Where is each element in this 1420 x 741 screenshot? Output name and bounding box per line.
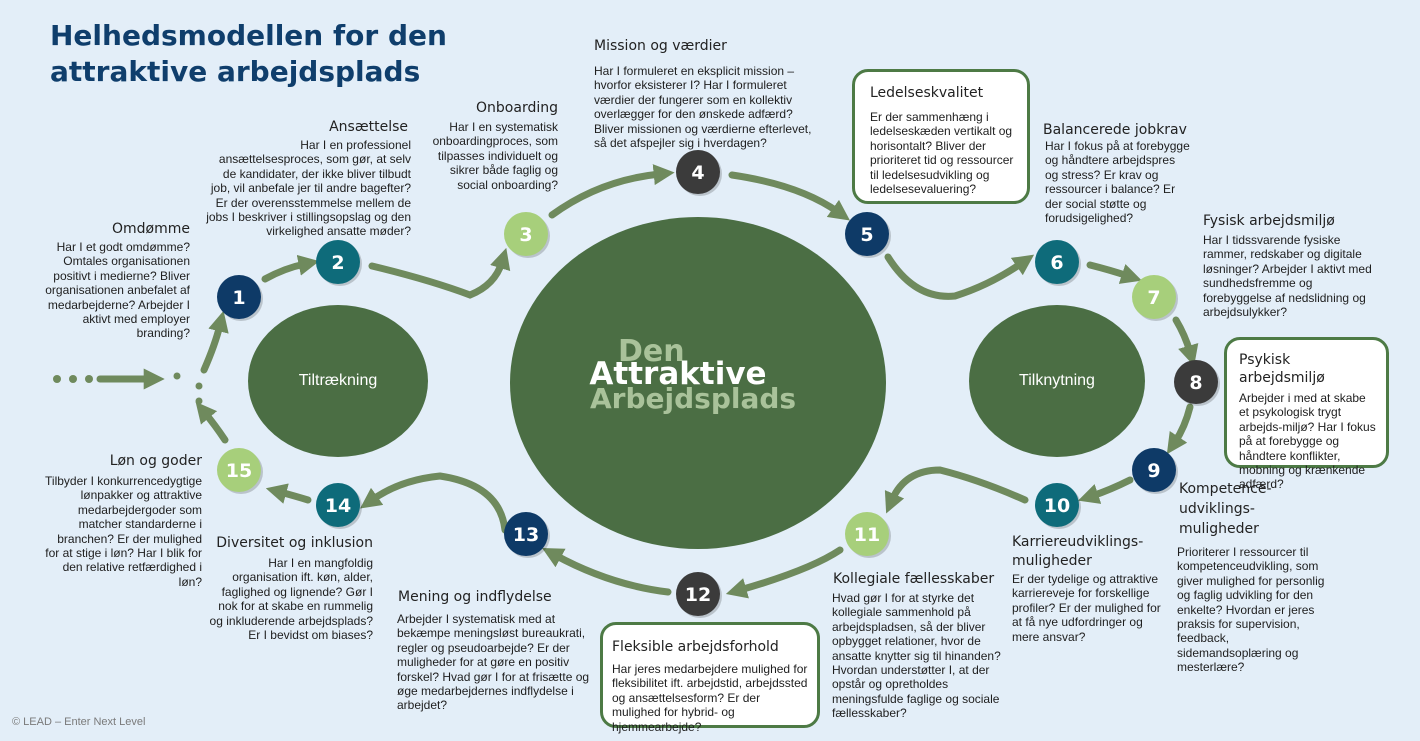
right-circle-label: Tilknytning bbox=[1019, 372, 1095, 389]
step-10-text: Er der tydelige og attraktive karriereve… bbox=[1012, 572, 1161, 644]
flow-arrow-9 bbox=[1172, 316, 1199, 367]
step-5-text: Er der sammenhæng i ledelseskæden vertik… bbox=[870, 110, 1014, 197]
flow-arrow-6 bbox=[728, 171, 850, 221]
step-12-heading: Fleksible arbejdsforhold bbox=[612, 639, 779, 655]
step-7-heading: Fysisk arbejdsmiljø bbox=[1203, 213, 1335, 229]
step-10-heading: Karriereudviklings-muligheder bbox=[1012, 534, 1144, 569]
center-line-1: Den bbox=[618, 334, 685, 369]
step-9-heading: Kompetence-udviklings-muligheder bbox=[1179, 481, 1272, 537]
flow-arrow-16 bbox=[265, 483, 312, 504]
step-11-text: Hvad gør I for at styrke det kollegiale … bbox=[832, 591, 1001, 721]
step-14-node: 14 bbox=[316, 483, 362, 529]
center-line-3: Arbejdsplads bbox=[590, 382, 797, 415]
step-3-node: 3 bbox=[504, 212, 550, 258]
step-13-number: 13 bbox=[513, 524, 539, 546]
flow-arrow-15 bbox=[360, 472, 509, 534]
flow-arrow-13 bbox=[725, 546, 844, 599]
step-3-heading: Onboarding bbox=[476, 100, 558, 116]
step-1-heading: Omdømme bbox=[112, 221, 190, 237]
flow-arrow-7 bbox=[884, 253, 1035, 300]
step-5-heading: Ledelseskvalitet bbox=[870, 85, 984, 101]
left-circle-label: Tiltrækning bbox=[298, 372, 378, 389]
step-15-text: Tilbyder I konkurrencedygtige lønpakker … bbox=[45, 474, 202, 589]
step-12-node: 12 bbox=[676, 572, 722, 618]
step-2-heading: Ansættelse bbox=[329, 119, 408, 135]
step-8-number: 8 bbox=[1189, 372, 1202, 394]
step-1-number: 1 bbox=[232, 287, 245, 309]
step-10-node: 10 bbox=[1035, 483, 1081, 529]
step-14-number: 14 bbox=[325, 495, 351, 517]
step-7-node: 7 bbox=[1132, 275, 1178, 321]
step-12-number: 12 bbox=[685, 584, 711, 606]
step-1-text: Har I et godt omdømme? Omtales organisat… bbox=[45, 240, 190, 341]
copyright: © LEAD – Enter Next Level bbox=[12, 716, 146, 728]
step-5-number: 5 bbox=[860, 224, 873, 246]
step-5-node: 5 bbox=[845, 212, 891, 258]
center-line-2: Attraktive bbox=[589, 356, 767, 392]
step-13-node: 13 bbox=[504, 512, 550, 558]
page-title: Helhedsmodellen for den attraktive arbej… bbox=[50, 19, 447, 88]
step-6-text: Har I fokus på at forebygge og håndtere … bbox=[1045, 139, 1190, 226]
left-circle bbox=[248, 305, 428, 457]
flow-arrow-3 bbox=[261, 254, 320, 283]
entry-dots bbox=[53, 372, 203, 405]
step-8-heading: Psykisk arbejdsmiljø bbox=[1239, 352, 1325, 386]
step-14-heading: Diversitet og inklusion bbox=[216, 535, 373, 551]
step-9-number: 9 bbox=[1147, 460, 1160, 482]
step-2-number: 2 bbox=[331, 252, 344, 274]
step-1-node: 1 bbox=[217, 275, 263, 321]
step-9-text: Prioriterer I ressourcer til kompetenceu… bbox=[1177, 545, 1325, 675]
step-6-node: 6 bbox=[1035, 240, 1081, 286]
step-8-node: 8 bbox=[1174, 360, 1220, 406]
step-15-number: 15 bbox=[226, 460, 252, 482]
step-4-number: 4 bbox=[691, 162, 704, 184]
flow-arrow-4 bbox=[368, 247, 511, 299]
step-2-node: 2 bbox=[316, 240, 362, 286]
step-3-number: 3 bbox=[519, 224, 532, 246]
step-7-text: Har I tidssvarende fysiske rammer, redsk… bbox=[1203, 233, 1372, 320]
step-2-text: Har I en professionel ansættelsesproces,… bbox=[206, 138, 411, 239]
flow-arrow-8 bbox=[1086, 261, 1142, 284]
flow-arrow-10 bbox=[1166, 403, 1194, 455]
flow-arrow-14 bbox=[542, 547, 672, 596]
step-8-text: Arbejder i med at skabe et psykologisk t… bbox=[1239, 391, 1376, 492]
step-15-heading: Løn og goder bbox=[109, 453, 202, 469]
step-11-number: 11 bbox=[854, 524, 880, 546]
step-9-node: 9 bbox=[1132, 448, 1178, 494]
center-title: Den Attraktive Arbejdsplads bbox=[560, 328, 810, 428]
step-4-text: Har I formuleret en eksplicit mission – … bbox=[594, 64, 812, 151]
flow-arrow-11 bbox=[1078, 476, 1134, 504]
flow-arrow-12 bbox=[884, 466, 1029, 514]
flow-arrows bbox=[96, 164, 1199, 599]
step-6-heading: Balancerede jobkrav bbox=[1043, 122, 1187, 138]
step-14-text: Har I en mangfoldig organisation ift. kø… bbox=[209, 556, 373, 643]
flow-arrow-5 bbox=[548, 164, 675, 219]
step-12-box: Fleksible arbejdsforhold Har jeres medar… bbox=[600, 622, 820, 734]
step-11-node: 11 bbox=[845, 512, 891, 558]
step-7-number: 7 bbox=[1147, 287, 1160, 309]
step-3-text: Har I en systematisk onboardingproces, s… bbox=[432, 120, 558, 192]
step-13-heading: Mening og indflydelse bbox=[398, 589, 552, 605]
flow-arrow-17 bbox=[195, 401, 229, 444]
step-11-heading: Kollegiale fællesskaber bbox=[833, 571, 995, 587]
flow-arrow-2 bbox=[200, 310, 229, 374]
step-10-number: 10 bbox=[1044, 495, 1070, 517]
step-12-text: Har jeres medarbejdere mulighed for flek… bbox=[612, 662, 808, 734]
step-5-box: Ledelseskvalitet Er der sammenhæng i led… bbox=[852, 69, 1030, 204]
step-13-text: Arbejder I systematisk med at bekæmpe me… bbox=[397, 612, 590, 713]
right-circle bbox=[969, 305, 1145, 457]
step-4-heading: Mission og værdier bbox=[594, 38, 727, 54]
step-6-number: 6 bbox=[1050, 252, 1063, 274]
center-circle bbox=[510, 217, 886, 549]
step-8-box: Psykisk arbejdsmiljø Arbejder i med at s… bbox=[1224, 337, 1389, 491]
step-4-node: 4 bbox=[676, 150, 722, 196]
step-15-node: 15 bbox=[217, 448, 263, 494]
